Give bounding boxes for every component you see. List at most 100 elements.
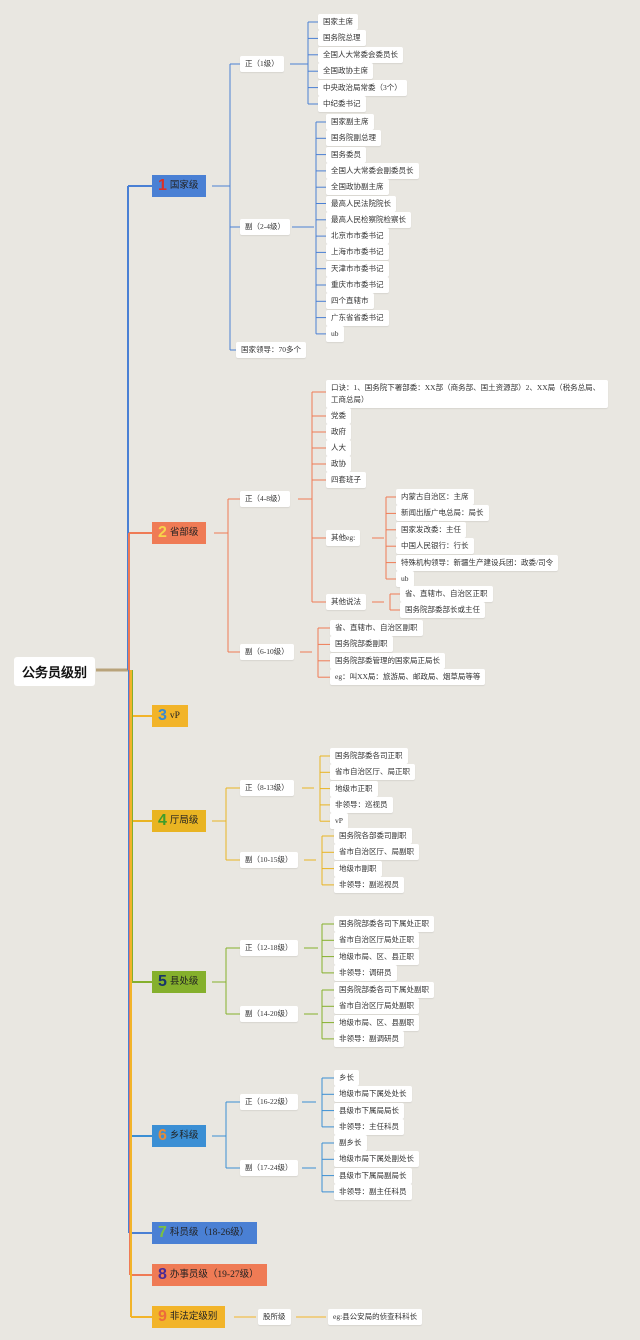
position-node[interactable]: eg：叫XX局：旅游局、邮政局、烟草局等等 <box>330 669 486 686</box>
position-node[interactable]: 最高人民法院院长 <box>326 195 396 212</box>
category-label: vP <box>169 711 180 721</box>
example-node[interactable]: 中国人民银行：行长 <box>396 538 474 555</box>
position-node[interactable]: 地级市正职 <box>330 780 378 797</box>
position-node[interactable]: 国务院副总理 <box>326 130 381 147</box>
position-node[interactable]: 国务院部委管理的国家局正局长 <box>330 652 445 669</box>
grade-node[interactable]: 副（2-4级） <box>240 219 290 235</box>
position-node[interactable]: 北京市市委书记 <box>326 228 389 245</box>
group-node[interactable]: 其他eg: <box>326 530 361 546</box>
position-node[interactable]: 中纪委书记 <box>318 96 366 112</box>
position-node[interactable]: 非领导：副调研员 <box>334 1030 404 1047</box>
grade-node[interactable]: 副（17-24级） <box>240 1160 298 1176</box>
position-node[interactable]: 上海市市委书记 <box>326 244 389 261</box>
position-node[interactable]: 地级市局下属处处长 <box>334 1086 412 1103</box>
category-number: 7 <box>158 1224 167 1241</box>
example-node[interactable]: 国家发改委：主任 <box>396 521 466 538</box>
position-node[interactable]: 国务院各部委司副职 <box>334 828 412 844</box>
example-node[interactable]: eg:县公安局的侦查科科长 <box>328 1309 423 1325</box>
category-label: 科员级（18-26级） <box>169 1228 250 1238</box>
example-node[interactable]: ub <box>396 571 414 587</box>
category-provincial[interactable]: 2 省部级 <box>152 522 207 544</box>
grade-node[interactable]: 正（12-18级） <box>240 940 298 956</box>
position-node[interactable]: 全国政协副主席 <box>326 179 389 196</box>
category-vp[interactable]: 3 vP <box>152 705 188 727</box>
grade-node[interactable]: 副（6-10级） <box>240 644 294 660</box>
example-node[interactable]: 特殊机构领导：新疆生产建设兵团：政委/司令 <box>396 554 559 571</box>
category-label: 办事员级（19-27级） <box>169 1270 259 1280</box>
position-node[interactable]: vP <box>330 813 348 830</box>
position-node[interactable]: 天津市市委书记 <box>326 260 389 277</box>
category-county[interactable]: 5 县处级 <box>152 971 207 993</box>
position-node[interactable]: 全国政协主席 <box>318 63 373 80</box>
position-node[interactable]: 国务委员 <box>326 146 366 163</box>
position-node[interactable]: 乡长 <box>334 1070 359 1086</box>
mnemonic-node[interactable]: 口诀：1、国务院下署部委：XX部（商务部、国土资源部）2、XX局（税务总局、工商… <box>326 380 608 408</box>
grade-node[interactable]: 正（8-13级） <box>240 780 294 796</box>
position-node[interactable]: 省市自治区厅局处正职 <box>334 932 419 949</box>
position-node[interactable]: 政府 <box>326 424 351 440</box>
category-officer[interactable]: 8 办事员级（19-27级） <box>152 1264 267 1286</box>
position-node[interactable]: 地级市局、区、县正职 <box>334 948 419 965</box>
category-non-statutory[interactable]: 9 非法定级别 <box>152 1306 226 1328</box>
alias-node[interactable]: 省、直辖市、自治区正职 <box>400 586 493 602</box>
grade-node[interactable]: 正（4-8级） <box>240 491 290 507</box>
position-node[interactable]: 四个直辖市 <box>326 293 374 310</box>
position-node[interactable]: 国务院部委副职 <box>330 636 393 653</box>
category-bureau[interactable]: 4 厅局级 <box>152 810 207 832</box>
category-number: 4 <box>158 812 167 829</box>
position-node[interactable]: 地级市局、区、县副职 <box>334 1014 419 1031</box>
position-node[interactable]: 国家副主席 <box>326 114 374 130</box>
position-node[interactable]: 省市自治区厅、局正职 <box>330 764 415 781</box>
category-clerk[interactable]: 7 科员级（18-26级） <box>152 1222 258 1244</box>
position-node[interactable]: 地级市副职 <box>334 860 382 877</box>
position-node[interactable]: 国务院总理 <box>318 30 366 47</box>
category-number: 6 <box>158 1127 167 1144</box>
position-node[interactable]: 县级市下属局副局长 <box>334 1167 412 1184</box>
category-township[interactable]: 6 乡科级 <box>152 1125 207 1147</box>
position-node[interactable]: 最高人民检察院检察长 <box>326 211 411 228</box>
root-title: 公务员级别 <box>14 657 96 686</box>
position-node[interactable]: 副乡长 <box>334 1135 367 1151</box>
summary-node[interactable]: 国家领导：70多个 <box>236 342 306 358</box>
position-node[interactable]: 广东省省委书记 <box>326 309 389 326</box>
position-node[interactable]: 重庆市市委书记 <box>326 277 389 293</box>
category-label: 省部级 <box>169 528 199 538</box>
group-node[interactable]: 其他说法 <box>326 594 366 610</box>
position-node[interactable]: 国务院部委各司下属处副职 <box>334 982 434 998</box>
category-number: 8 <box>158 1266 167 1283</box>
position-node[interactable]: 党委 <box>326 408 351 424</box>
position-node[interactable]: 国家主席 <box>318 14 358 30</box>
position-node[interactable]: 县级市下属局局长 <box>334 1102 404 1119</box>
position-node[interactable]: 全国人大常委会委员长 <box>318 46 403 63</box>
category-number: 3 <box>158 707 167 724</box>
grade-node[interactable]: 正（1级） <box>240 56 284 72</box>
position-node[interactable]: 非领导：主任科员 <box>334 1118 404 1135</box>
position-node[interactable]: 省、直辖市、自治区副职 <box>330 620 423 636</box>
position-node[interactable]: 国务院部委各司下属处正职 <box>334 916 434 932</box>
position-node[interactable]: 省市自治区厅、局副职 <box>334 844 419 861</box>
position-node[interactable]: 非领导：副主任科员 <box>334 1183 412 1200</box>
position-node[interactable]: 地级市局下属处副处长 <box>334 1151 419 1168</box>
example-node[interactable]: 新闻出版广电总局：局长 <box>396 505 489 522</box>
grade-node[interactable]: 副（14-20级） <box>240 1006 298 1022</box>
position-node[interactable]: 政协 <box>326 456 351 472</box>
category-national[interactable]: 1 国家级 <box>152 175 207 197</box>
grade-node[interactable]: 股所级 <box>258 1309 291 1325</box>
position-node[interactable]: ub <box>326 325 344 342</box>
position-node[interactable]: 省市自治区厅局处副职 <box>334 998 419 1015</box>
grade-node[interactable]: 副（10-15级） <box>240 852 298 868</box>
category-label: 乡科级 <box>169 1131 199 1141</box>
grade-node[interactable]: 正（16-22级） <box>240 1094 298 1110</box>
alias-node[interactable]: 国务院部委部长或主任 <box>400 602 485 618</box>
position-node[interactable]: 非领导：巡视员 <box>330 796 393 813</box>
position-node[interactable]: 全国人大常委会副委员长 <box>326 162 419 179</box>
position-node[interactable]: 人大 <box>326 440 351 456</box>
position-node[interactable]: 非领导：调研员 <box>334 964 397 981</box>
category-number: 9 <box>158 1308 167 1325</box>
position-node[interactable]: 四套班子 <box>326 472 366 488</box>
position-node[interactable]: 国务院部委各司正职 <box>330 748 408 764</box>
position-node[interactable]: 非领导：副巡视员 <box>334 876 404 893</box>
example-node[interactable]: 内蒙古自治区：主席 <box>396 489 474 505</box>
position-node[interactable]: 中央政治局常委（3个） <box>318 79 407 96</box>
